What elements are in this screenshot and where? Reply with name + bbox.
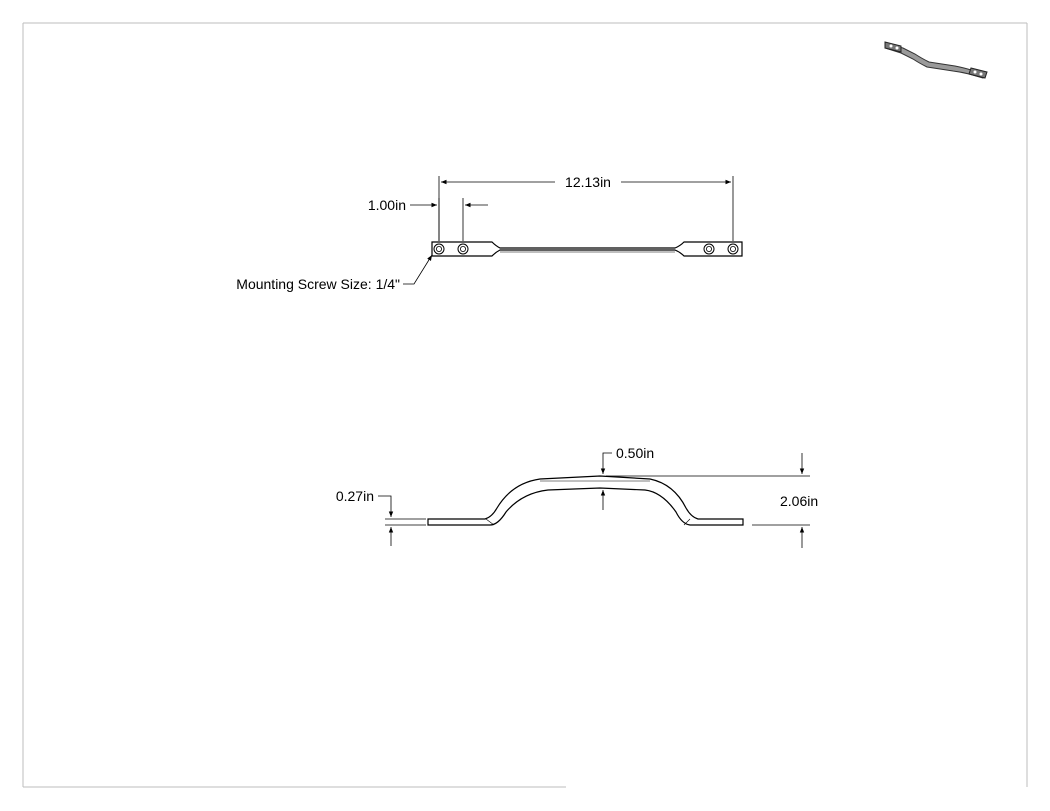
- top-view-outline: [431, 241, 743, 257]
- handle-isometric-icon: [884, 41, 988, 79]
- dimension-overall-length: 12.13in: [438, 174, 734, 241]
- handle-thickness-label: 0.50in: [616, 445, 654, 461]
- hole-spacing-label: 1.00in: [368, 197, 406, 213]
- sheet-border: [22, 22, 1028, 788]
- top-view: 12.13in 1.00in Mounting Screw Size: 1/4": [236, 174, 743, 292]
- mounting-holes: [433, 243, 739, 255]
- mounting-screw-note: Mounting Screw Size: 1/4": [236, 254, 433, 292]
- overall-length-label: 12.13in: [565, 174, 611, 190]
- dimension-overall-height: 2.06in: [606, 453, 818, 548]
- dimension-foot-thickness: 0.27in: [336, 488, 426, 546]
- side-view: 0.50in 2.06in 0.27in: [336, 445, 818, 548]
- foot-thickness-label: 0.27in: [336, 488, 374, 504]
- overall-height-label: 2.06in: [780, 493, 818, 509]
- dimension-handle-thickness: 0.50in: [600, 445, 654, 510]
- dimension-hole-spacing: 1.00in: [368, 197, 488, 241]
- mounting-screw-label: Mounting Screw Size: 1/4": [236, 276, 400, 292]
- side-view-outline: [427, 475, 744, 526]
